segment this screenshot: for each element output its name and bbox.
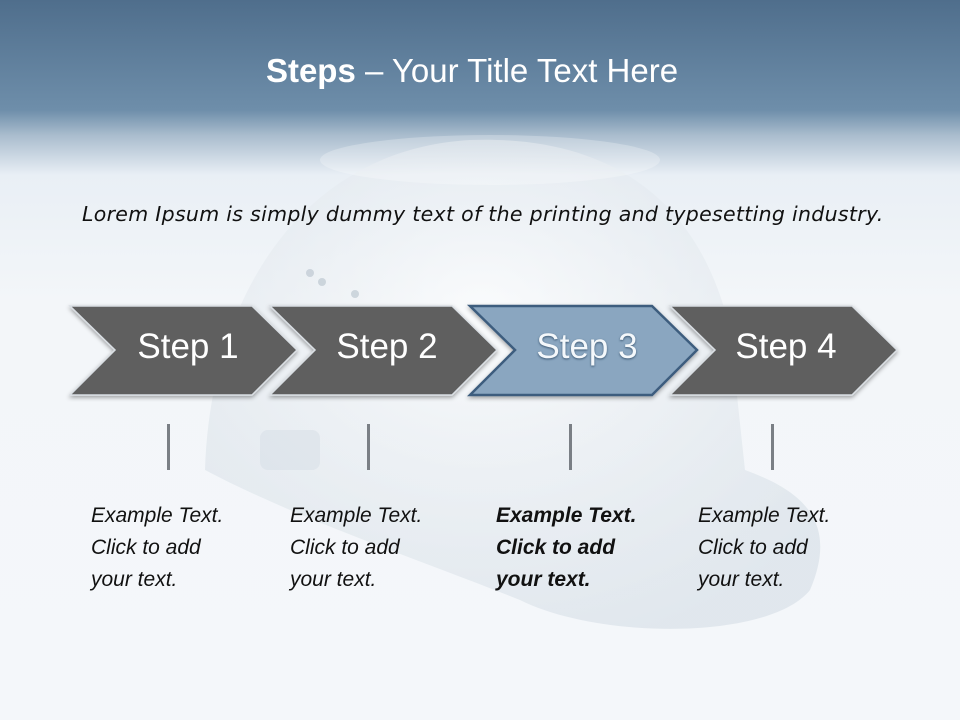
step-4-chevron[interactable] xyxy=(668,305,899,396)
step-2-connector xyxy=(367,424,370,470)
step-3-label: Step 3 xyxy=(536,327,638,366)
desc-line: your text. xyxy=(496,568,591,591)
step-4-description[interactable]: Example Text. Click to add your text. xyxy=(698,500,868,596)
desc-line: Example Text. xyxy=(496,504,637,527)
title-rest: – Your Title Text Here xyxy=(355,52,679,89)
step-1-description[interactable]: Example Text. Click to add your text. xyxy=(91,500,261,596)
intro-text: Lorem Ipsum is simply dummy text of the … xyxy=(82,202,884,226)
step-1-connector xyxy=(167,424,170,470)
desc-line: Click to add xyxy=(698,536,808,559)
desc-line: Click to add xyxy=(496,536,616,559)
step-3-chevron[interactable] xyxy=(466,304,699,397)
step-2-chevron[interactable] xyxy=(268,305,499,396)
title-bold: Steps xyxy=(265,52,356,89)
step-2-description[interactable]: Example Text. Click to add your text. xyxy=(290,500,460,596)
step-1-label: Step 1 xyxy=(137,327,239,366)
desc-line: Example Text. xyxy=(290,504,423,527)
desc-line: Click to add xyxy=(290,536,400,559)
desc-line: your text. xyxy=(290,568,377,591)
page-title: Steps – Your Title Text Here xyxy=(0,52,944,90)
step-4-connector xyxy=(771,424,774,470)
desc-line: Example Text. xyxy=(91,504,224,527)
step-2-label: Step 2 xyxy=(336,327,438,366)
step-4-label: Step 4 xyxy=(735,327,837,366)
step-3-connector xyxy=(569,424,572,470)
desc-line: your text. xyxy=(698,568,785,591)
step-1-chevron[interactable] xyxy=(68,305,299,396)
desc-line: Click to add xyxy=(91,536,201,559)
step-3-description[interactable]: Example Text. Click to add your text. xyxy=(496,500,666,596)
desc-line: your text. xyxy=(91,568,178,591)
desc-line: Example Text. xyxy=(698,504,831,527)
